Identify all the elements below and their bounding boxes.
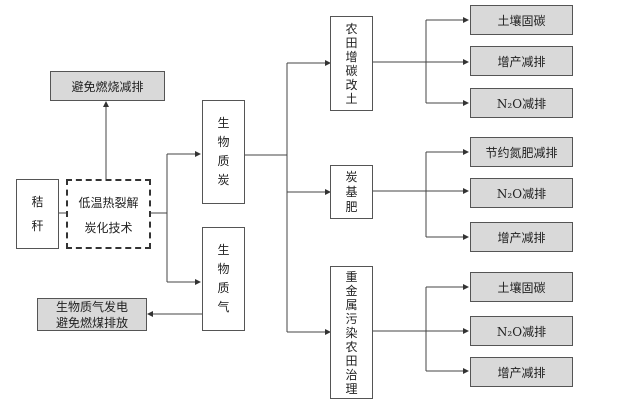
avoid-burning-node: 避免燃烧减排 [50,71,165,101]
outcome-label: 土壤固碳 [497,13,546,28]
biogas-label: 生物质气 [217,243,230,314]
outcome-node: 增产减排 [470,46,573,76]
outcome-node: 土壤固碳 [470,272,573,302]
biochar-label: 生物质炭 [217,116,230,187]
pyrolysis-top-label: 低温热裂解 [78,195,139,210]
outcome-node: N₂O减排 [470,316,573,346]
outcome-label: 土壤固碳 [497,280,546,295]
straw-node: 秸秆 [16,179,59,249]
biochar-node: 生物质炭 [202,100,245,204]
outcome-label: N₂O减排 [496,96,547,111]
pyrolysis-bottom-label: 炭化技术 [84,220,133,235]
biogas-node: 生物质气 [202,227,245,331]
branch-label: 炭基肥 [345,169,358,214]
outcome-label: N₂O减排 [496,186,547,201]
straw-label: 秸秆 [31,195,44,233]
pyrolysis-node: 低温热裂解 炭化技术 [66,179,151,249]
outcome-label: 增产减排 [497,54,546,69]
branch-node-heavy-metal: 重金属污染农田治理 [330,266,373,399]
outcome-label: 增产减排 [497,230,546,245]
biogas-power-node: 生物质气发电 避免燃煤排放 [37,298,147,331]
branch-node-farmland-carbon: 农田增碳改土 [330,16,373,111]
branch-node-carbon-fertilizer: 炭基肥 [330,165,373,219]
branch-label: 农田增碳改土 [345,21,358,106]
outcome-node: 增产减排 [470,357,573,387]
outcome-label: 节约氮肥减排 [485,145,558,160]
outcome-node: 节约氮肥减排 [470,137,573,167]
outcome-node: N₂O减排 [470,178,573,208]
outcome-node: 增产减排 [470,222,573,252]
branch-label: 重金属污染农田治理 [345,269,358,396]
avoid-burning-label: 避免燃烧减排 [71,79,144,94]
outcome-node: N₂O减排 [470,88,573,118]
outcome-node: 土壤固碳 [470,5,573,35]
biogas-power-label: 生物质气发电 避免燃煤排放 [55,299,128,330]
outcome-label: N₂O减排 [496,324,547,339]
outcome-label: 增产减排 [497,365,546,380]
